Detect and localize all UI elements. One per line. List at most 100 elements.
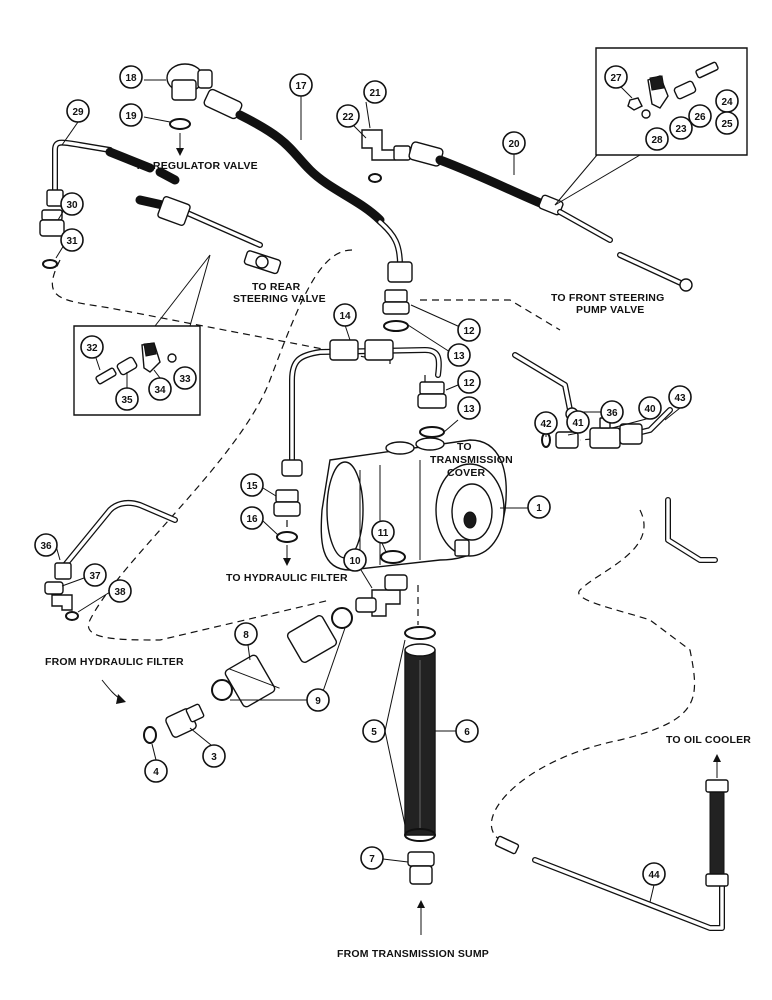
- svg-text:19: 19: [125, 111, 137, 122]
- svg-text:43: 43: [674, 393, 686, 404]
- callout-9: 9: [230, 627, 346, 712]
- svg-text:25: 25: [721, 119, 733, 130]
- label-from-transmission-sump: FROM TRANSMISSION SUMP: [337, 948, 489, 960]
- label-transmission: TRANSMISSION: [430, 454, 513, 466]
- callouts: 18 19 17 21 22 20 27 28 23 26 24 25 29 3…: [34, 65, 739, 903]
- svg-text:9: 9: [315, 696, 321, 707]
- svg-text:21: 21: [369, 88, 381, 99]
- callout-1: 1: [500, 495, 551, 519]
- callout-18: 18: [119, 65, 166, 89]
- callout-17: 17: [289, 73, 313, 140]
- svg-text:4: 4: [153, 767, 159, 778]
- callout-42: 42: [534, 411, 558, 437]
- svg-text:23: 23: [675, 124, 687, 135]
- svg-text:35: 35: [121, 395, 133, 406]
- tube-36-lower: [44, 499, 178, 621]
- callout-11: 11: [371, 520, 395, 553]
- svg-text:42: 42: [540, 419, 552, 430]
- label-to-regulator-valve: TO REGULATOR VALVE: [135, 160, 258, 172]
- label-to: TO: [457, 441, 472, 453]
- callout-15: 15: [240, 473, 277, 497]
- callout-26: 26: [688, 104, 712, 128]
- callout-16: 16: [240, 506, 279, 536]
- callout-37: 37: [61, 563, 107, 587]
- svg-text:29: 29: [72, 107, 84, 118]
- callout-44: 44: [642, 862, 666, 903]
- callout-25: 25: [715, 111, 739, 135]
- svg-text:30: 30: [66, 200, 78, 211]
- callout-40: 40: [611, 396, 662, 429]
- svg-text:27: 27: [610, 73, 622, 84]
- callout-24: 24: [715, 89, 739, 113]
- label-pump-valve: PUMP VALVE: [576, 304, 645, 316]
- svg-text:24: 24: [721, 97, 733, 108]
- label-cover: COVER: [447, 467, 486, 479]
- svg-text:36: 36: [606, 408, 618, 419]
- svg-text:31: 31: [66, 236, 78, 247]
- hose-20: [408, 141, 693, 292]
- svg-text:16: 16: [246, 514, 258, 525]
- fitting-15: [273, 489, 301, 566]
- svg-text:44: 44: [648, 870, 660, 881]
- callout-27: 27: [604, 65, 633, 99]
- callout-35: 35: [115, 372, 139, 411]
- callout-8: 8: [234, 622, 258, 661]
- callout-3: 3: [189, 727, 226, 768]
- svg-text:28: 28: [651, 135, 663, 146]
- svg-text:8: 8: [243, 630, 249, 641]
- svg-text:34: 34: [154, 385, 166, 396]
- routing-lines: [51, 249, 696, 841]
- suction-tube-6: [404, 626, 436, 842]
- callout-5: 5: [362, 639, 406, 826]
- svg-text:5: 5: [371, 727, 377, 738]
- callout-20: 20: [502, 131, 526, 175]
- fittings-40-43: [541, 407, 718, 563]
- svg-text:7: 7: [369, 854, 375, 865]
- elbow-18: [166, 63, 213, 156]
- callout-4: 4: [144, 743, 168, 783]
- callout-12-lower: 12: [445, 370, 481, 394]
- fittings-12-13: [382, 289, 447, 438]
- callout-22: 22: [336, 104, 367, 139]
- elbow-10: [355, 550, 408, 617]
- callout-33: 33: [173, 366, 197, 390]
- text-labels: TO REGULATOR VALVE TO REAR STEERING VALV…: [45, 160, 751, 960]
- callout-32: 32: [80, 335, 104, 371]
- callout-31: 31: [55, 228, 84, 259]
- arrow-from-hydraulic-filter: [101, 679, 126, 704]
- svg-text:12: 12: [463, 378, 475, 389]
- hose-8: [211, 607, 353, 708]
- callout-7: 7: [360, 846, 409, 870]
- svg-text:26: 26: [694, 112, 706, 123]
- svg-text:38: 38: [114, 587, 126, 598]
- cooler-line-44: [494, 754, 729, 931]
- svg-text:18: 18: [125, 73, 137, 84]
- callout-10: 10: [343, 548, 373, 589]
- detail-box-clamp: [554, 47, 748, 206]
- label-steering-valve: STEERING VALVE: [233, 293, 326, 305]
- svg-text:6: 6: [464, 727, 470, 738]
- hose-17: [203, 88, 413, 283]
- hydraulic-pump: [320, 437, 507, 571]
- elbow-21: [361, 129, 411, 183]
- svg-text:11: 11: [378, 528, 389, 539]
- svg-text:17: 17: [295, 81, 307, 92]
- svg-text:36: 36: [40, 541, 52, 552]
- fitting-3: [143, 703, 205, 744]
- svg-text:20: 20: [508, 139, 520, 150]
- svg-text:40: 40: [644, 404, 656, 415]
- callout-28: 28: [645, 127, 669, 151]
- fitting-30: [39, 209, 65, 269]
- svg-text:37: 37: [89, 571, 101, 582]
- tube-36-upper: [512, 352, 579, 421]
- detail-box-clamp-left: [73, 254, 211, 416]
- svg-text:22: 22: [342, 112, 354, 123]
- fitting-rear-steering: [243, 250, 282, 275]
- svg-text:3: 3: [211, 752, 217, 763]
- label-from-hydraulic-filter: FROM HYDRAULIC FILTER: [45, 656, 184, 668]
- svg-text:33: 33: [179, 374, 191, 385]
- callout-13-upper: 13: [407, 324, 471, 367]
- label-to-front-steering: TO FRONT STEERING: [551, 292, 664, 304]
- svg-text:13: 13: [453, 351, 465, 362]
